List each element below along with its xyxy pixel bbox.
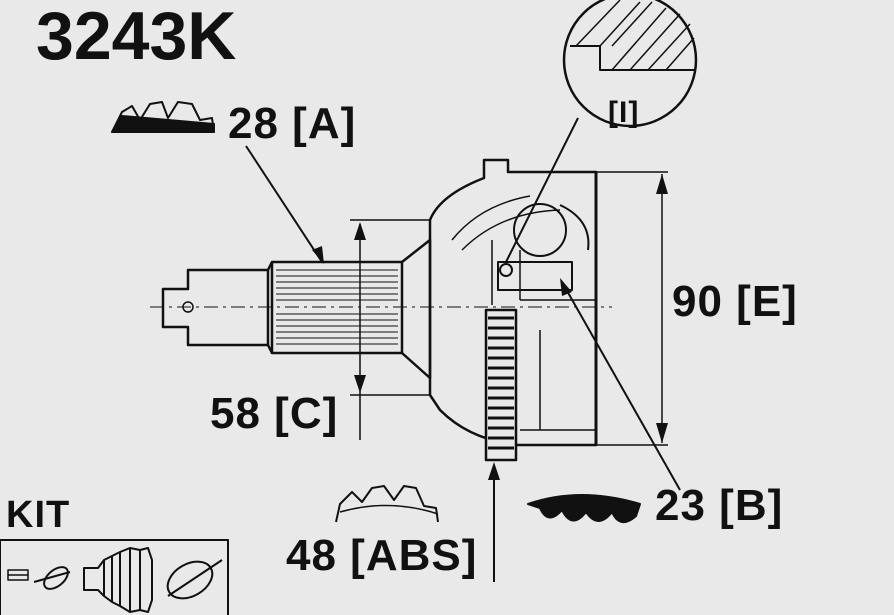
label-diameter-e: 90 [E] xyxy=(672,277,798,326)
leader-a xyxy=(245,145,323,263)
inner-spline-icon xyxy=(527,494,641,523)
leader-b xyxy=(561,281,681,491)
inner-ball xyxy=(513,203,567,257)
part-number-title: 3243K xyxy=(36,0,237,74)
label-spline-a: 28 [A] xyxy=(228,99,357,148)
dimension-e xyxy=(596,171,668,446)
detail-circle xyxy=(562,0,698,128)
abs-ring-teeth xyxy=(488,316,514,450)
label-kit: KIT xyxy=(6,494,71,536)
outer-spline-icon xyxy=(111,101,215,133)
kit-box xyxy=(0,539,229,615)
detail-hatch xyxy=(575,0,695,71)
boot-icon xyxy=(83,547,153,613)
dimension-c xyxy=(350,219,430,440)
abs-ring xyxy=(484,308,518,462)
cable-tie-icon xyxy=(166,559,223,600)
neck xyxy=(401,238,432,380)
shaft-tip xyxy=(161,268,270,347)
clamp-icon xyxy=(7,569,29,581)
spline-teeth xyxy=(276,269,398,345)
label-spline-b: 23 [B] xyxy=(655,481,784,530)
label-abs-ring: 48 [ABS] xyxy=(286,531,478,580)
abs-teeth-icon xyxy=(335,485,439,523)
leader-i xyxy=(505,117,579,263)
label-diameter-c: 58 [C] xyxy=(210,389,339,438)
label-detail-i: [I] xyxy=(608,96,640,129)
ring-icon xyxy=(33,566,71,590)
